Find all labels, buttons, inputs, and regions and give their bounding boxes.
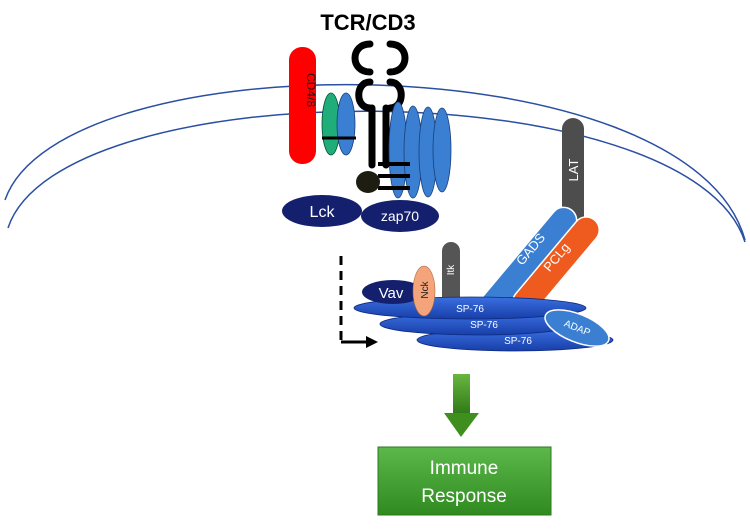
adap-adaptor — [544, 309, 610, 347]
downstream-arrow — [444, 374, 479, 437]
cd3-blue-domain-4 — [432, 107, 452, 193]
itam-bands — [378, 162, 410, 190]
diagram-title: TCR/CD3 — [320, 10, 415, 35]
sp76-bar-1 — [353, 296, 587, 320]
signal-arrow — [339, 256, 378, 348]
membrane-outer — [4, 83, 746, 241]
lck-label: Lck — [310, 204, 336, 221]
zeta-knob — [356, 171, 380, 193]
cd3-blue-domain-left — [336, 92, 356, 156]
itk-kinase — [442, 242, 460, 310]
immune-response-line2: Response — [421, 486, 507, 507]
sp76-label-2: SP-76 — [470, 320, 498, 331]
zap70-label: zap70 — [381, 208, 419, 224]
itk-label: Itk — [446, 264, 457, 276]
tcr-receptor — [351, 40, 409, 169]
lck-kinase — [282, 195, 362, 227]
vav-protein — [362, 280, 424, 304]
sp76-label-3: SP-76 — [504, 336, 532, 347]
lat-label: LAT — [566, 159, 581, 182]
immune-response-box — [377, 446, 552, 516]
cd48-label: CD4/8 — [304, 73, 318, 107]
immune-response-line1: Immune — [430, 458, 499, 479]
nck-label: Nck — [420, 280, 431, 298]
sp76-label-1: SP-76 — [456, 304, 484, 315]
nck-adaptor — [412, 265, 436, 317]
zap70-kinase — [361, 200, 439, 232]
vav-label: Vav — [379, 285, 404, 302]
cd48-coreceptor — [289, 47, 316, 164]
